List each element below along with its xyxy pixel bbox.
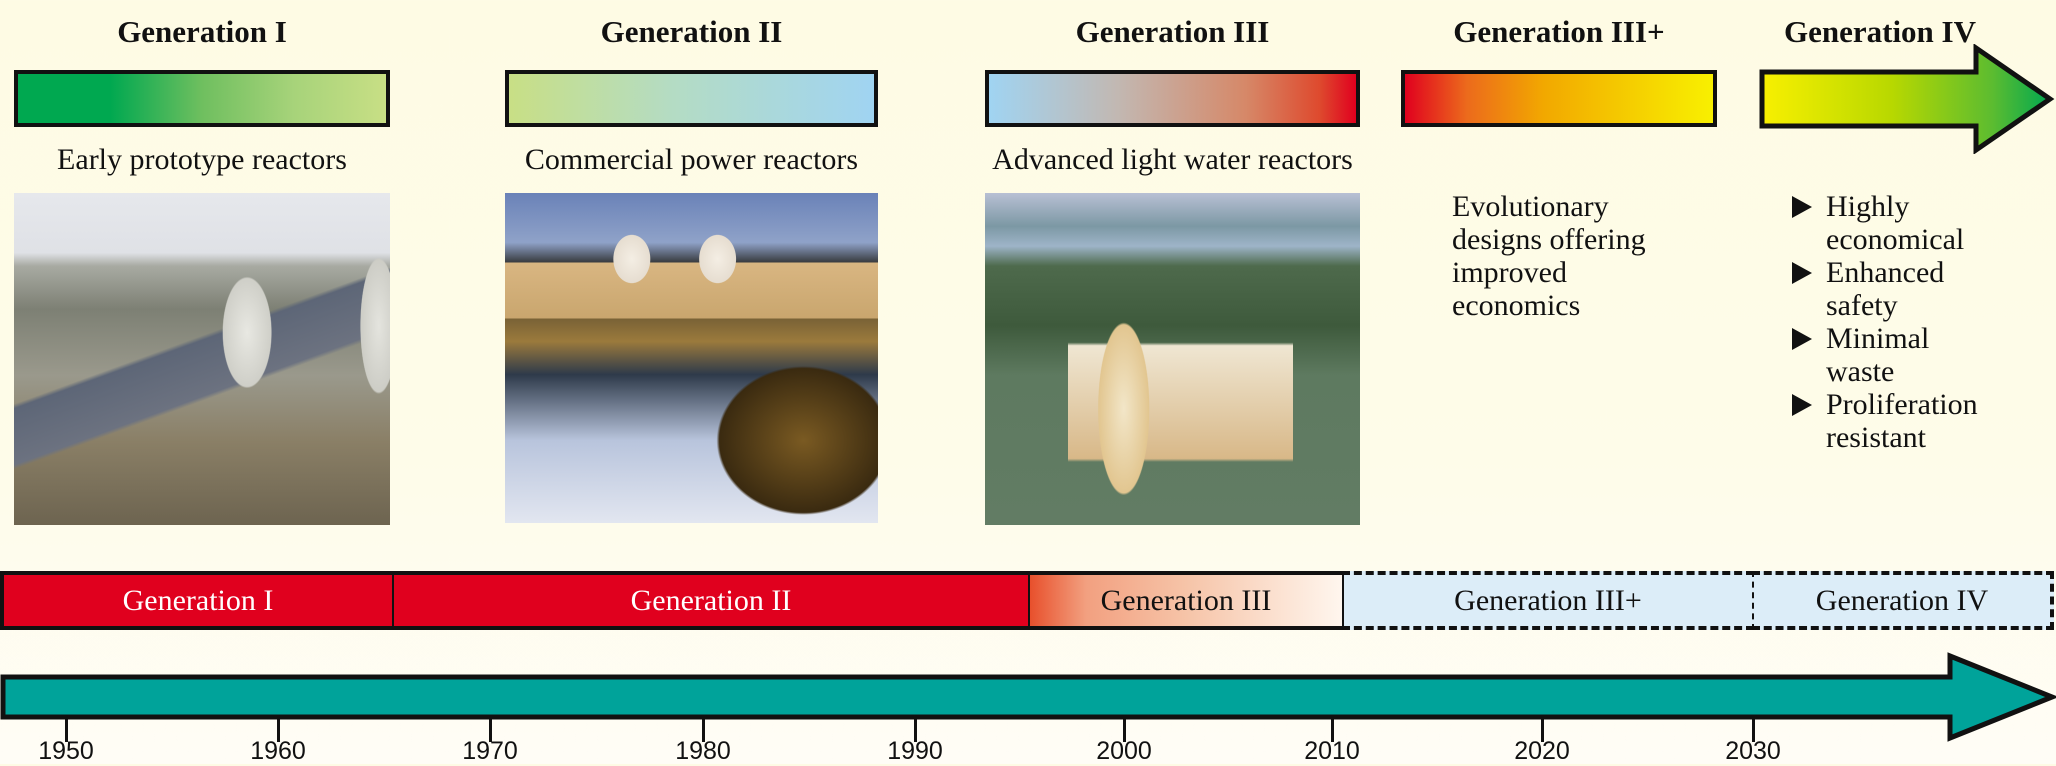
year-tick <box>1752 716 1755 742</box>
generation-3-color-bar <box>985 70 1360 127</box>
generation-1-subtitle: Early prototype reactors <box>57 143 347 176</box>
generation-4-arrow-icon <box>1759 44 2055 154</box>
benefit-text: Enhanced <box>1826 256 1945 289</box>
year-label: 1950 <box>38 737 94 765</box>
generation-4-title: Generation IV <box>1783 14 1976 49</box>
year-tick <box>65 716 68 742</box>
benefit-text: safety <box>1826 289 1898 322</box>
generation-1-photo <box>14 193 390 525</box>
generation-2-color-bar <box>505 70 878 127</box>
year-label: 2010 <box>1304 737 1360 765</box>
benefit-text: waste <box>1826 355 1895 388</box>
timeline-segment-generation-3-plus: Generation III+ <box>1342 571 1754 630</box>
year-label: 2000 <box>1096 737 1152 765</box>
bullet-triangle-icon <box>1792 394 1812 416</box>
benefit-text: Proliferation <box>1826 388 1978 421</box>
timeline-segment-generation-2: Generation II <box>392 571 1030 630</box>
year-tick <box>914 716 917 742</box>
timeline-segment-generation-3: Generation III <box>1028 571 1344 630</box>
description-line: Evolutionary <box>1452 190 1609 223</box>
year-tick <box>489 716 492 742</box>
timeline-generations-bar: Generation I Generation II Generation II… <box>0 571 2056 630</box>
generation-1-color-bar <box>14 70 390 127</box>
description-line: improved <box>1452 256 1567 289</box>
segment-label: Generation IV <box>1815 583 1989 617</box>
benefit-text: Minimal <box>1826 322 1930 355</box>
year-label: 1970 <box>462 737 518 765</box>
timeline-axis-arrow-icon <box>0 652 2056 742</box>
generation-2-subtitle: Commercial power reactors <box>524 143 859 176</box>
bullet-triangle-icon <box>1792 196 1812 218</box>
timeline-segment-generation-4: Generation IV <box>1752 571 2054 630</box>
description-line: economics <box>1452 289 1581 322</box>
segment-label: Generation III <box>1100 583 1272 617</box>
year-tick <box>702 716 705 742</box>
bullet-triangle-icon <box>1792 262 1812 284</box>
year-tick <box>1541 716 1544 742</box>
generation-3-plus-color-bar <box>1401 70 1717 127</box>
description-line: designs offering <box>1452 223 1646 256</box>
segment-label: Generation II <box>630 583 792 617</box>
segment-label: Generation III+ <box>1454 583 1642 617</box>
bullet-triangle-icon <box>1792 328 1812 350</box>
year-tick <box>1331 716 1334 742</box>
year-label: 2030 <box>1725 737 1781 765</box>
generation-2-title: Generation II <box>600 14 783 49</box>
year-label: 1980 <box>675 737 731 765</box>
year-label: 1990 <box>887 737 943 765</box>
benefit-text: Highly <box>1826 190 1910 223</box>
year-label: 2020 <box>1514 737 1570 765</box>
generation-3-photo <box>985 193 1360 525</box>
timeline-segment-generation-1: Generation I <box>0 571 394 630</box>
generation-3-plus-title: Generation III+ <box>1453 14 1665 49</box>
year-label: 1960 <box>250 737 306 765</box>
generation-3-title: Generation III <box>1075 14 1270 49</box>
generation-2-photo <box>505 193 878 523</box>
benefit-text: resistant <box>1826 421 1926 454</box>
year-tick <box>1123 716 1126 742</box>
segment-label: Generation I <box>122 583 274 617</box>
benefit-text: economical <box>1826 223 1965 256</box>
generation-3-plus-description: Evolutionary designs offering improved e… <box>1452 190 1646 322</box>
generation-1-title: Generation I <box>117 14 287 49</box>
generation-3-subtitle: Advanced light water reactors <box>992 143 1353 176</box>
year-tick <box>277 716 280 742</box>
